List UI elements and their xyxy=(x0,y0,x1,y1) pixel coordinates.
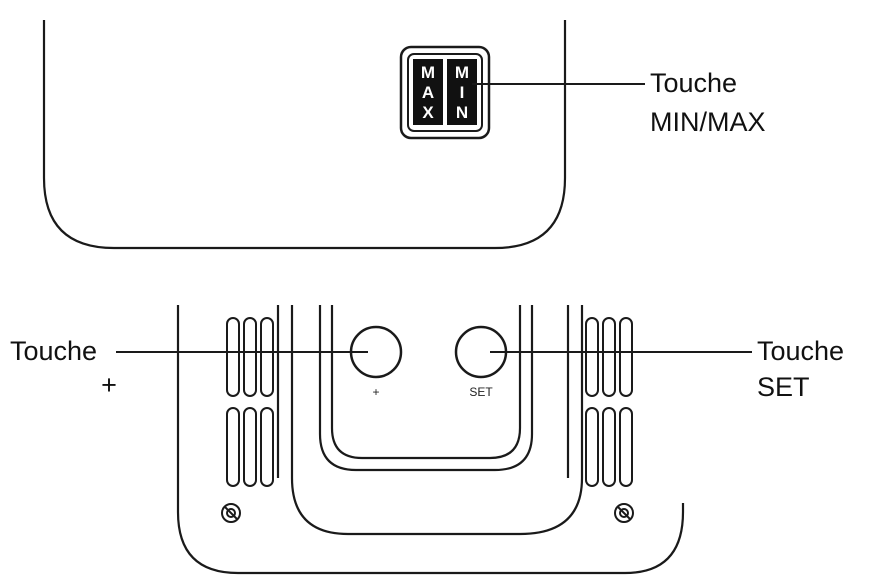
right-vents xyxy=(585,317,633,487)
plus-button-caption: + xyxy=(372,385,379,399)
minmax-key-letter: I xyxy=(460,83,465,102)
screw-icon xyxy=(221,503,241,523)
minmax-key-letter: M xyxy=(455,63,469,82)
minmax-key-letter: N xyxy=(456,103,468,122)
left-vents xyxy=(226,317,274,487)
minmax-key[interactable]: M A X M I N xyxy=(399,45,491,140)
lower-device-view xyxy=(176,305,685,575)
set-callout-line2: SET xyxy=(757,372,810,402)
minmax-key-letter: X xyxy=(422,103,434,122)
screw-icon xyxy=(614,503,634,523)
minmax-key-letter: A xyxy=(422,83,434,102)
upper-device-view xyxy=(42,20,567,250)
plus-callout-line1: Touche xyxy=(10,336,97,366)
set-callout-line1: Touche xyxy=(757,336,844,366)
set-button-caption: SET xyxy=(469,385,493,399)
minmax-key-letter: M xyxy=(421,63,435,82)
plus-callout-line2: + xyxy=(101,370,117,400)
minmax-callout-line2: MIN/MAX xyxy=(650,107,766,137)
minmax-callout-line1: Touche xyxy=(650,68,737,98)
upper-device-outline xyxy=(42,20,567,250)
lower-device-outline xyxy=(176,305,685,575)
